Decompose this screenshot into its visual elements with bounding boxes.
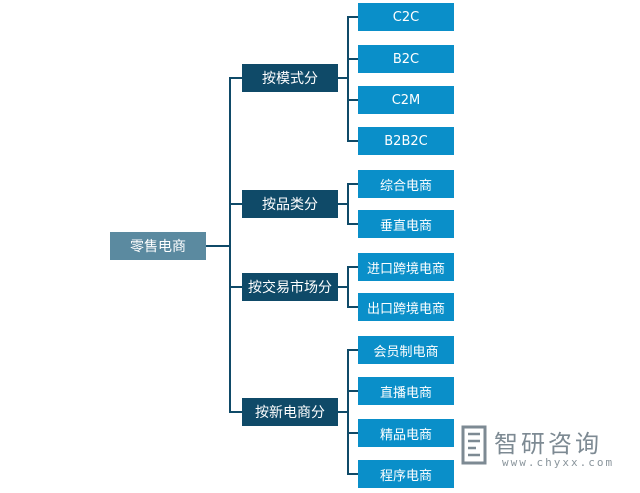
group-node-market: 按交易市场分 [242,273,338,301]
leaf-bus-mode [347,16,349,142]
leaf-node: 会员制电商 [358,336,454,364]
group-node-category: 按品类分 [242,190,338,218]
leaf-stub [347,99,358,101]
leaf-stub [347,266,358,268]
leaf-node: 直播电商 [358,377,454,405]
leaf-stub [347,349,358,351]
leaf-stub [347,473,358,475]
trunk-branch-market [229,286,242,288]
leaf-node: B2B2C [358,127,454,155]
leaf-stub [347,16,358,18]
mid-connector-category [337,203,348,205]
root-connector [205,245,231,247]
leaf-node: 进口跨境电商 [358,253,454,281]
leaf-bus-new [347,349,349,475]
leaf-node: C2M [358,86,454,114]
leaf-stub [347,183,358,185]
trunk-branch-mode [229,77,242,79]
leaf-stub [347,140,358,142]
leaf-bus-category [347,183,349,225]
trunk-branch-new [229,411,242,413]
watermark-url: www.chyxx.com [502,456,615,469]
leaf-node: 出口跨境电商 [358,293,454,321]
leaf-node: 程序电商 [358,460,454,488]
trunk-branch-category [229,203,242,205]
leaf-stub [347,223,358,225]
watermark: 智研咨询 www.chyxx.com [458,422,638,472]
leaf-node: 综合电商 [358,170,454,198]
leaf-node: 垂直电商 [358,210,454,238]
leaf-node: 精品电商 [358,419,454,447]
leaf-stub [347,306,358,308]
root-node: 零售电商 [110,232,206,260]
group-node-mode: 按模式分 [242,64,338,92]
group-node-new: 按新电商分 [242,398,338,426]
leaf-node: C2C [358,3,454,31]
mid-connector-market [337,286,348,288]
mid-connector-mode [337,77,348,79]
zhiyan-logo-icon [461,425,487,465]
mid-connector-new [337,411,348,413]
leaf-stub [347,432,358,434]
leaf-bus-market [347,266,349,308]
main-trunk [229,77,231,412]
leaf-node: B2C [358,45,454,73]
watermark-name: 智研咨询 [494,430,602,458]
leaf-stub [347,58,358,60]
leaf-stub [347,390,358,392]
